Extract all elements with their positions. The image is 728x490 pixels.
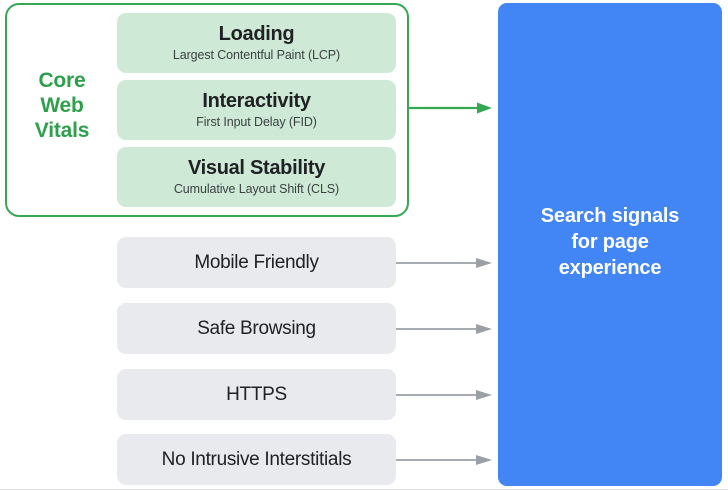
signal-card-title: Mobile Friendly <box>194 252 319 273</box>
arrow-https-to-target <box>396 387 498 403</box>
metric-card-loading: Loading Largest Contentful Paint (LCP) <box>117 13 396 73</box>
metric-card-subtitle: Cumulative Layout Shift (CLS) <box>173 182 340 196</box>
signal-card-title: HTTPS <box>226 384 287 405</box>
search-signals-line-1: Search signals <box>540 205 680 227</box>
metric-card-interactivity: Interactivity First Input Delay (FID) <box>117 80 396 140</box>
core-web-vitals-label-line-1: Core <box>38 69 86 92</box>
signal-card-title: Safe Browsing <box>197 318 316 339</box>
arrow-core-web-vitals-to-target <box>408 100 498 116</box>
core-web-vitals-label-line-2: Web <box>40 94 84 117</box>
metric-card-title: Visual Stability <box>187 157 326 179</box>
core-web-vitals-group <box>5 3 409 217</box>
signal-card-safe-browsing: Safe Browsing <box>117 303 396 354</box>
arrow-safe-browsing-to-target <box>396 321 498 337</box>
search-signals-line-2: for page <box>571 231 649 253</box>
metric-card-subtitle: Largest Contentful Paint (LCP) <box>172 48 341 62</box>
metric-card-subtitle: First Input Delay (FID) <box>196 115 317 129</box>
arrow-no-intrusive-interstitials-to-target <box>396 452 498 468</box>
core-web-vitals-label: Core Web Vitals <box>16 68 108 143</box>
metric-card-title: Interactivity <box>202 90 311 112</box>
search-signals-line-3: experience <box>558 257 662 279</box>
signal-card-https: HTTPS <box>117 369 396 420</box>
metric-card-visual-stability: Visual Stability Cumulative Layout Shift… <box>117 147 396 207</box>
signal-card-title: No Intrusive Interstitials <box>161 449 352 470</box>
search-signals-panel: Search signals for page experience <box>498 3 722 486</box>
signal-card-no-intrusive-interstitials: No Intrusive Interstitials <box>117 434 396 485</box>
core-web-vitals-label-line-3: Vitals <box>34 119 90 142</box>
search-signals-panel-text: Search signals for page experience <box>498 203 722 281</box>
arrow-mobile-friendly-to-target <box>396 255 498 271</box>
signal-card-mobile-friendly: Mobile Friendly <box>117 237 396 288</box>
metric-card-title: Loading <box>218 23 295 45</box>
